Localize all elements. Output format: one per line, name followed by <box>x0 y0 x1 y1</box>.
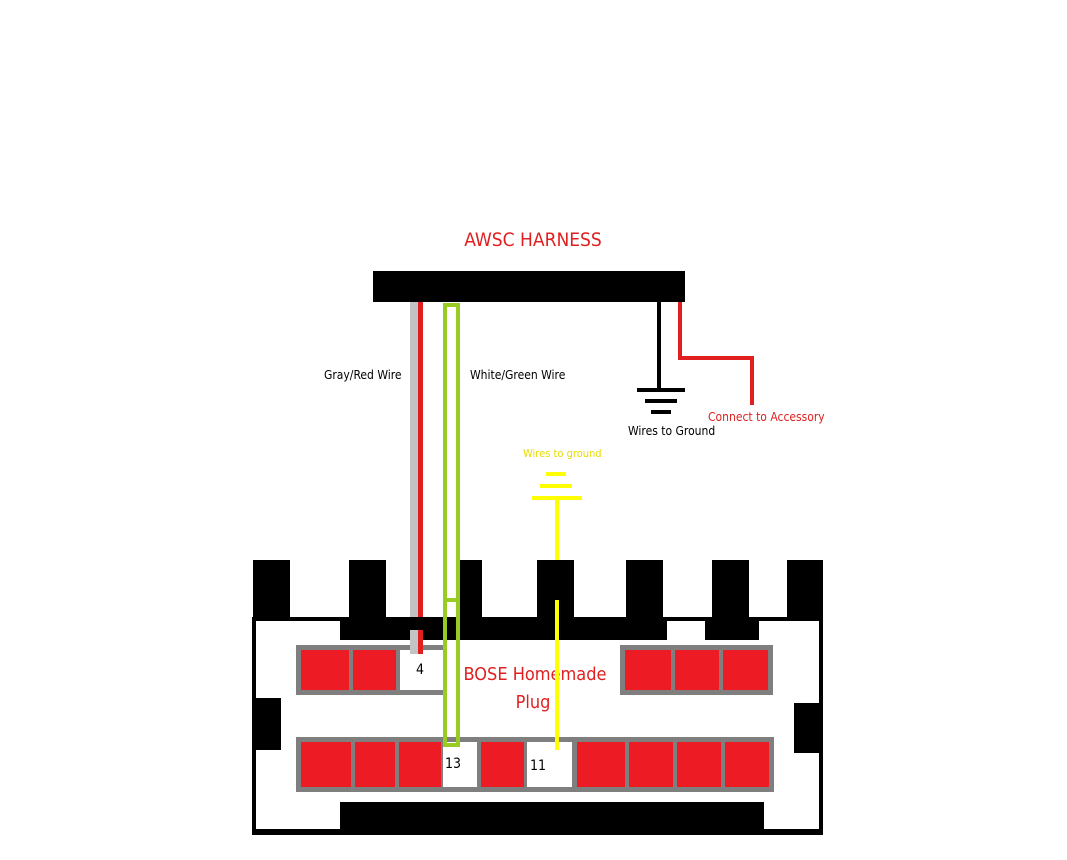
pin-4-label: 4 <box>416 662 424 678</box>
accessory-wire <box>678 302 754 405</box>
pin-11-label: 11 <box>530 758 546 774</box>
plug-label-line2: Plug <box>516 692 551 713</box>
yellow-wire-entry <box>555 600 559 750</box>
red-stripe-wire <box>418 302 423 653</box>
yellow-ground-label: Wires to ground <box>523 447 602 460</box>
red-wire-entry <box>418 630 423 654</box>
green-wire-entry <box>443 598 460 747</box>
gray-red-wire-label: Gray/Red Wire <box>324 368 402 382</box>
harness-bar <box>373 271 685 302</box>
black-ground-wire <box>657 302 661 390</box>
gray-wire <box>410 302 418 653</box>
ground-symbol-icon <box>637 388 685 414</box>
plug-label-line1: BOSE Homemade <box>464 664 607 685</box>
wires-to-ground-label: Wires to Ground <box>628 424 715 438</box>
gray-wire-entry <box>410 630 418 654</box>
bose-plug <box>252 560 823 835</box>
white-green-wire-label: White/Green Wire <box>470 368 566 382</box>
pin-row-top-right <box>620 645 773 695</box>
diagram-title: AWSC HARNESS <box>464 229 602 251</box>
pin-13-label: 13 <box>445 756 461 772</box>
yellow-ground-symbol-icon <box>532 472 582 500</box>
pin-row-bottom <box>296 737 774 792</box>
connect-accessory-label: Connect to Accessory <box>708 410 825 424</box>
